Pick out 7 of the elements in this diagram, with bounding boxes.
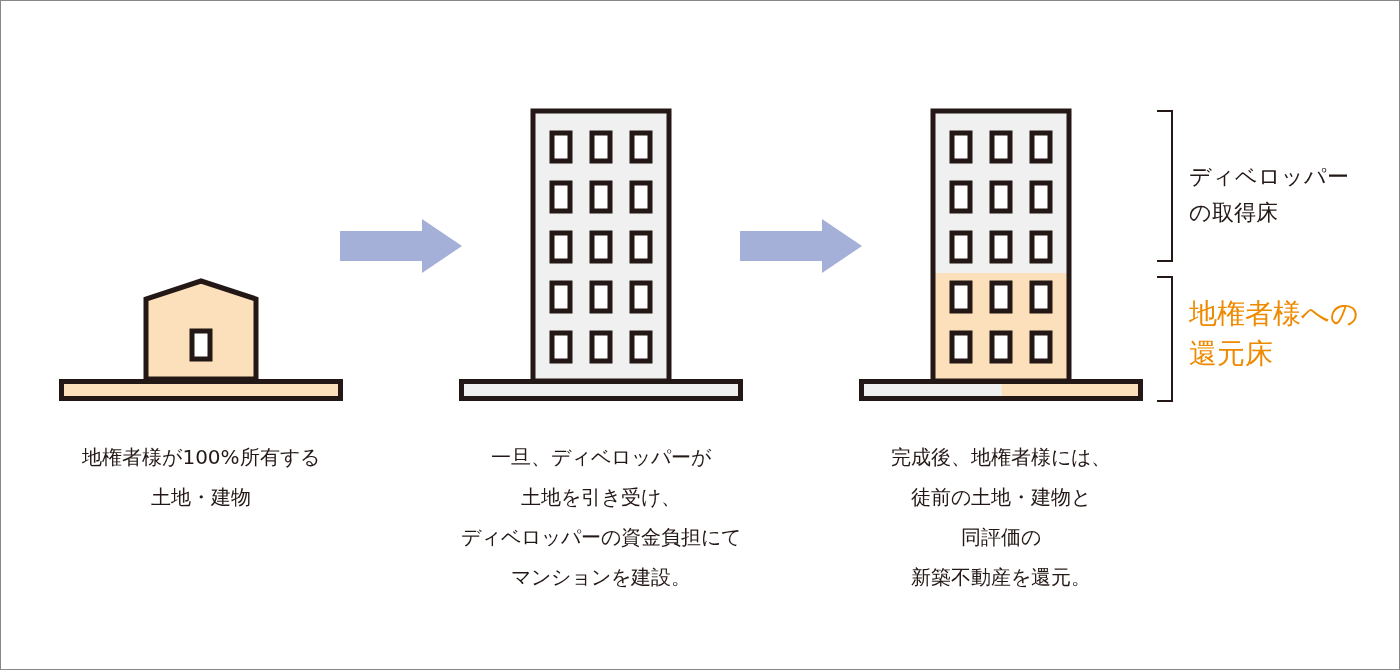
node-label: 一旦、ディベロッパーが土地を引き受け、ディベロッパーの資金負担にてマンションを建設。 xyxy=(461,444,741,591)
block-arrow xyxy=(340,219,462,273)
node-label: 完成後、地権者様には、徒前の土地・建物と同評価の新築不動産を還元。 xyxy=(891,444,1111,591)
node-label: 地権者様が100%所有する土地・建物 xyxy=(82,444,320,511)
block-arrow xyxy=(740,219,862,273)
bracket-label: 地権者様への還元床 xyxy=(1189,296,1359,372)
bracket-label: ディベロッパーの取得床 xyxy=(1189,163,1349,227)
